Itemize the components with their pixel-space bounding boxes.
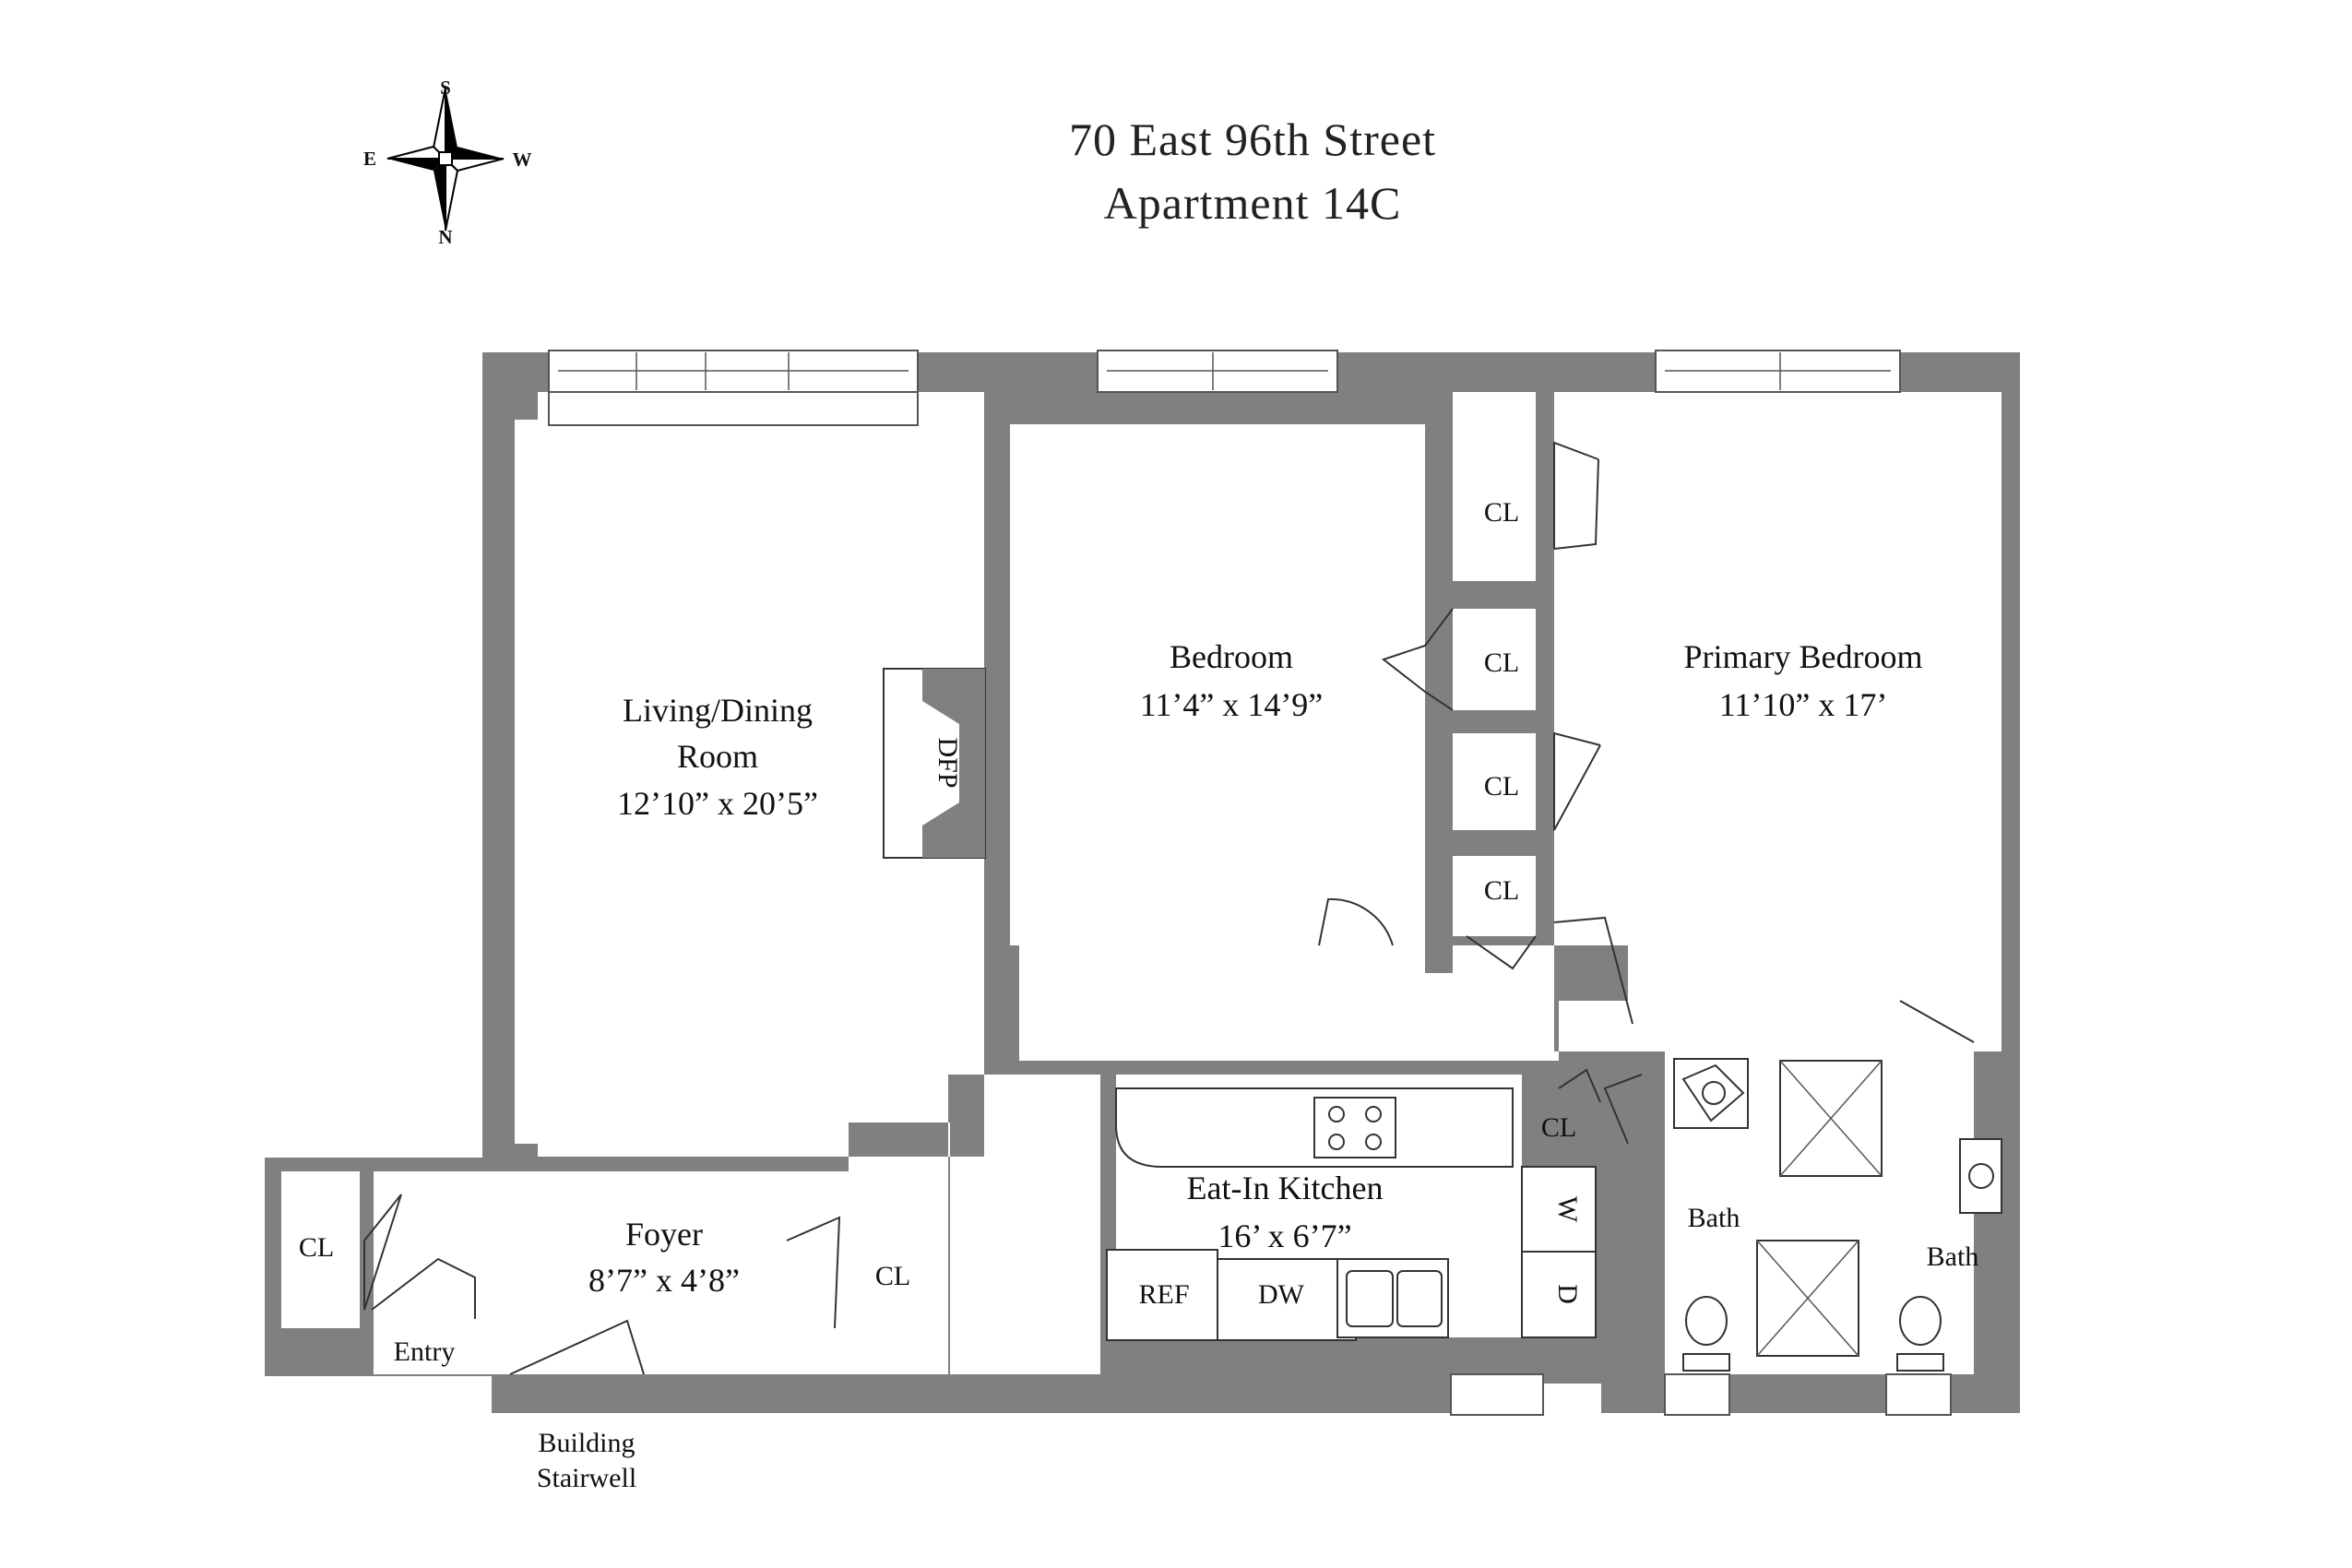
- bedroom-name: Bedroom: [1170, 638, 1293, 675]
- bedroom-dims: 11’4” x 14’9”: [1140, 686, 1324, 723]
- windows: [548, 350, 1952, 1416]
- closet-label: CL: [299, 1232, 334, 1263]
- foyer-name: Foyer: [625, 1216, 703, 1253]
- doors: [363, 441, 1975, 1375]
- dishwasher-label: DW: [1258, 1279, 1305, 1310]
- kitchen-name: Eat-In Kitchen: [1187, 1170, 1384, 1206]
- bath-sink-icon: [1959, 1138, 2002, 1214]
- compass-west-label: W: [513, 148, 532, 171]
- bath-fixtures: [1673, 1058, 2002, 1372]
- kitchen-dims: 16’ x 6’7”: [1218, 1218, 1351, 1254]
- title-line-1: 70 East 96th Street: [1069, 113, 1436, 165]
- closet-walls: [1425, 392, 1554, 973]
- toilet-icon: [1682, 1296, 1730, 1372]
- foyer-dims: 8’7” x 4’8”: [588, 1262, 740, 1299]
- shower-icon: [1756, 1240, 1859, 1357]
- bath-name: Bath: [1927, 1241, 1979, 1272]
- stairwell-label-1: Building: [538, 1428, 635, 1458]
- compass-east-label: E: [363, 148, 376, 170]
- dryer-label: D: [1552, 1284, 1583, 1304]
- compass-south-label: S: [440, 77, 451, 99]
- fireplace: DFP: [883, 668, 986, 859]
- toilet-icon: [1896, 1296, 1944, 1372]
- living-room-name-2: Room: [677, 738, 758, 775]
- washer-label: W: [1552, 1196, 1583, 1223]
- sink-icon: [1336, 1258, 1449, 1338]
- closet-label: CL: [1484, 497, 1519, 528]
- title-line-2: Apartment 14C: [1104, 177, 1402, 229]
- shower-icon: [1779, 1060, 1883, 1177]
- bath-sink-icon: [1681, 1063, 1745, 1123]
- entry-label: Entry: [394, 1336, 456, 1367]
- bath-name: Bath: [1688, 1203, 1740, 1233]
- living-room-name-1: Living/Dining: [623, 692, 813, 729]
- compass-north-label: N: [438, 226, 452, 248]
- closet-label: CL: [1541, 1112, 1576, 1143]
- primary-bedroom-name: Primary Bedroom: [1684, 638, 1923, 675]
- refrigerator-label: REF: [1138, 1279, 1189, 1310]
- kitchen-fixtures: REF DW W D: [1106, 1087, 1597, 1341]
- stairwell-label-2: Stairwell: [537, 1463, 636, 1493]
- cooktop-icon: [1313, 1097, 1396, 1158]
- closet-label: CL: [1484, 875, 1519, 906]
- closet-label: CL: [875, 1261, 910, 1291]
- walls: [265, 352, 2020, 1413]
- primary-bedroom-dims: 11’10” x 17’: [1719, 686, 1888, 723]
- compass-rose-icon: S N E W: [363, 77, 532, 248]
- closet-label: CL: [1484, 771, 1519, 802]
- living-room-dims: 12’10” x 20’5”: [617, 785, 818, 822]
- closet-label: CL: [1484, 647, 1519, 678]
- fireplace-label: DFP: [932, 737, 963, 788]
